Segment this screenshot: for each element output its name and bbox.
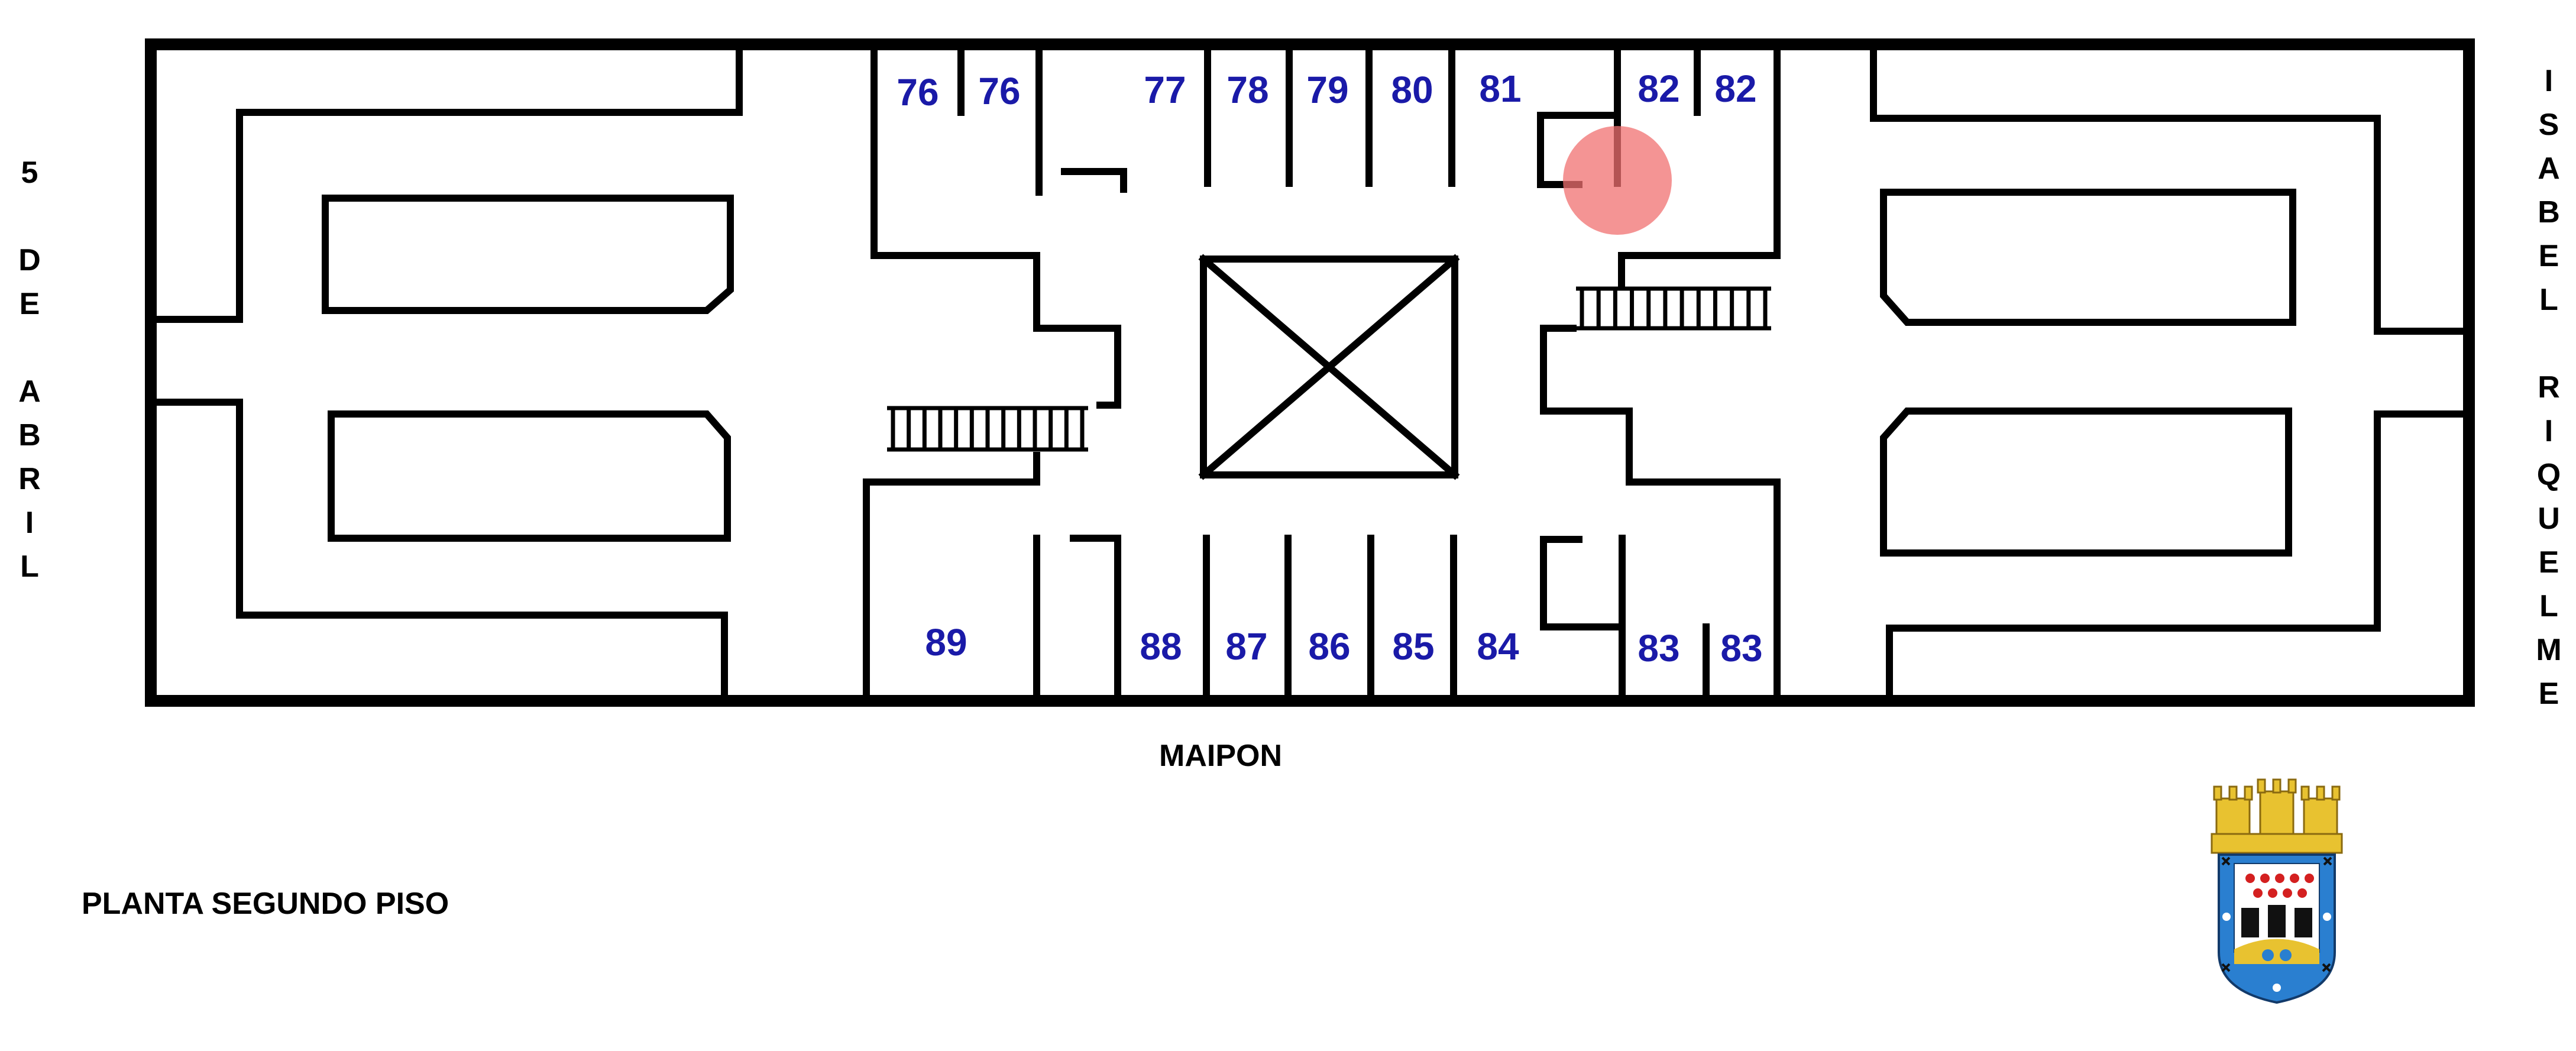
municipal-crest-icon bbox=[2211, 778, 2343, 1004]
street-letter: D bbox=[18, 243, 41, 277]
central-core-walls bbox=[863, 47, 1781, 701]
street-letter: A bbox=[2538, 151, 2560, 186]
street-letter: R bbox=[2538, 370, 2560, 405]
building-outline bbox=[145, 38, 2475, 707]
plan-title: PLANTA SEGUNDO PISO bbox=[82, 887, 449, 921]
street-label-left: 5 D E A B R I L bbox=[12, 151, 47, 588]
unit-label[interactable]: 81 bbox=[1479, 67, 1521, 110]
street-label-right: I S A B E L R I Q U E L M E bbox=[2531, 59, 2567, 716]
right-wing-walls bbox=[1870, 47, 2468, 701]
unit-label[interactable]: 83 bbox=[1637, 627, 1679, 670]
units-top: 76 76 77 78 79 80 81 82 82 bbox=[897, 67, 1756, 114]
street-letter: 5 bbox=[21, 156, 38, 190]
unit-label[interactable]: 86 bbox=[1308, 625, 1350, 668]
street-letter: E bbox=[2538, 239, 2559, 273]
street-letter: E bbox=[2538, 677, 2559, 711]
unit-label[interactable]: 76 bbox=[978, 70, 1020, 112]
street-letter: U bbox=[2538, 502, 2560, 536]
elevator-shaft-icon bbox=[1198, 254, 1460, 480]
left-wing-walls bbox=[151, 44, 743, 701]
unit-label[interactable]: 82 bbox=[1637, 67, 1679, 110]
units-bottom: 89 88 87 86 85 84 83 83 bbox=[925, 621, 1762, 670]
unit-label[interactable]: 79 bbox=[1306, 69, 1348, 111]
unit-label[interactable]: 84 bbox=[1477, 625, 1519, 668]
street-letter: R bbox=[18, 462, 41, 496]
street-letter: B bbox=[18, 418, 41, 452]
unit-label[interactable]: 76 bbox=[897, 71, 939, 114]
unit-label[interactable]: 85 bbox=[1392, 625, 1434, 668]
street-letter: I bbox=[2544, 64, 2554, 98]
unit-label[interactable]: 87 bbox=[1225, 625, 1267, 668]
unit-label[interactable]: 89 bbox=[925, 621, 967, 664]
street-letter: E bbox=[2538, 545, 2559, 580]
unit-label[interactable]: 83 bbox=[1720, 627, 1762, 670]
street-letter: M bbox=[2536, 633, 2562, 667]
street-letter: I bbox=[25, 506, 34, 540]
street-letter: S bbox=[2538, 108, 2559, 142]
street-letter: B bbox=[2538, 195, 2560, 229]
unit-label[interactable]: 77 bbox=[1144, 69, 1186, 111]
highlight-marker[interactable] bbox=[1563, 126, 1672, 235]
street-letter bbox=[12, 326, 47, 370]
unit-label[interactable]: 88 bbox=[1140, 625, 1182, 668]
street-letter: L bbox=[2539, 283, 2558, 317]
street-letter: A bbox=[18, 374, 41, 409]
street-letter bbox=[2531, 322, 2567, 366]
stairs-icon bbox=[887, 406, 1088, 452]
street-letter: E bbox=[19, 287, 40, 321]
street-letter: L bbox=[20, 549, 39, 584]
unit-label[interactable]: 78 bbox=[1226, 69, 1268, 111]
street-label-bottom: MAIPON bbox=[1159, 739, 1282, 773]
unit-label[interactable]: 82 bbox=[1714, 67, 1756, 110]
street-letter: Q bbox=[2536, 458, 2561, 492]
street-letter bbox=[12, 195, 47, 238]
stairs-icon bbox=[1576, 286, 1771, 331]
street-letter: L bbox=[2539, 589, 2558, 623]
unit-label[interactable]: 80 bbox=[1391, 69, 1433, 111]
street-letter: I bbox=[2544, 414, 2554, 448]
